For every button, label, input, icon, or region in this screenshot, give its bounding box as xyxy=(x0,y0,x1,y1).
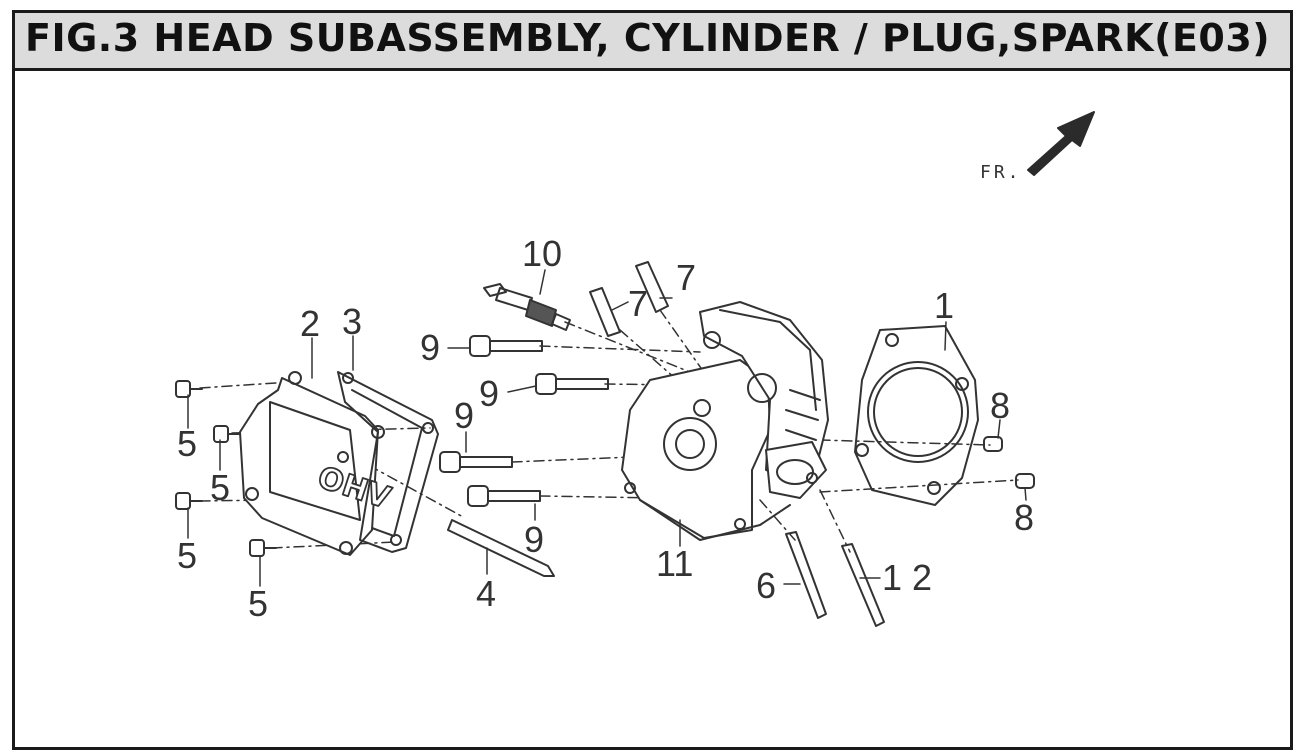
cover-bolt-mid xyxy=(213,425,241,443)
callout-5a: 5 xyxy=(177,423,197,464)
callout-11: 11 xyxy=(656,543,693,584)
callout-9a: 9 xyxy=(420,327,440,368)
head-bolt-1 xyxy=(469,335,543,357)
front-direction-label: FR. xyxy=(980,162,1022,183)
callout-9b: 9 xyxy=(479,373,499,414)
callout-4: 4 xyxy=(476,573,496,614)
callout-9c: 9 xyxy=(454,395,474,436)
callout-10: 10 xyxy=(522,233,562,274)
spark-plug xyxy=(483,283,571,331)
callout-3: 3 xyxy=(342,301,362,342)
callout-2: 2 xyxy=(300,303,320,344)
front-direction-arrow-icon xyxy=(1027,111,1095,176)
plug-8-upper xyxy=(983,436,1003,452)
cover-bolt-lower xyxy=(175,492,203,510)
cylinder-head xyxy=(621,301,829,541)
head-bolt-4 xyxy=(467,485,541,507)
head-bolt-3 xyxy=(439,451,513,473)
cylinder-head-cover: OHV xyxy=(239,371,396,556)
callout-7b: 7 xyxy=(628,283,648,324)
dowel-pin-lower xyxy=(589,287,621,337)
plug-8-lower xyxy=(1015,473,1035,489)
dowel-pin-upper xyxy=(635,261,669,313)
callout-5d: 5 xyxy=(248,583,268,624)
push-rod xyxy=(447,519,555,577)
callout-5b: 5 xyxy=(210,467,230,508)
callout-12: 1 2 xyxy=(882,557,932,598)
callout-8a: 8 xyxy=(990,385,1010,426)
cover-bolt-bottom xyxy=(249,539,277,557)
cover-bolt-top xyxy=(175,380,203,398)
head-cover-gasket xyxy=(337,371,439,553)
cylinder-head-gasket xyxy=(854,325,979,506)
figure-title: FIG.3 HEAD SUBASSEMBLY, CYLINDER / PLUG,… xyxy=(25,16,1271,60)
leader-lines xyxy=(187,269,1027,587)
callout-5c: 5 xyxy=(177,535,197,576)
head-bolt-2 xyxy=(535,373,609,395)
stud-bolt-12 xyxy=(841,543,885,627)
title-bar: FIG.3 HEAD SUBASSEMBLY, CYLINDER / PLUG,… xyxy=(15,13,1290,71)
callout-9d: 9 xyxy=(524,519,544,560)
callout-6: 6 xyxy=(756,565,776,606)
callout-8b: 8 xyxy=(1014,497,1034,538)
stud-bolt-6 xyxy=(785,531,827,619)
callout-7a: 7 xyxy=(676,257,696,298)
callout-1: 1 xyxy=(934,285,954,326)
